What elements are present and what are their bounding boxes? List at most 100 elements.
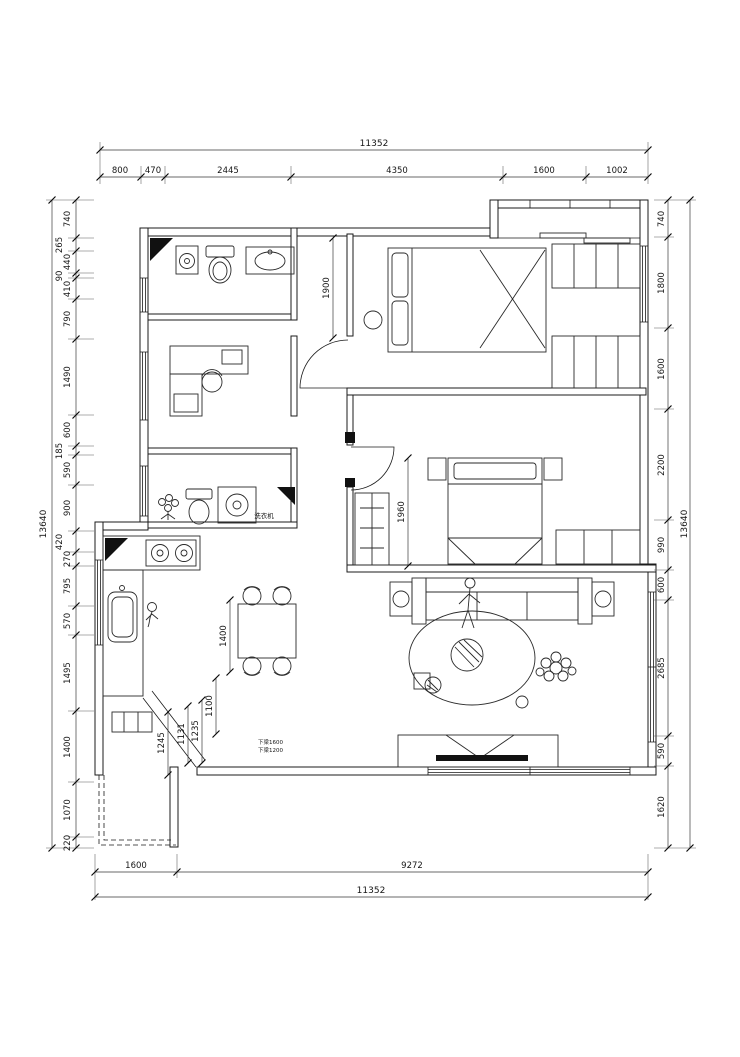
dim-top-total: 11352 — [360, 139, 389, 149]
dining-table-icon — [237, 603, 297, 659]
dim-right-seg: 2685 — [657, 657, 667, 679]
dim-top-seg: 800 — [112, 166, 128, 176]
vanity-sink-icon — [245, 246, 295, 275]
dim-left-seg: 1400 — [63, 736, 73, 758]
window-left-wall — [140, 277, 148, 517]
dim-right-seg: 2200 — [657, 454, 667, 476]
toilet2-icon — [185, 488, 213, 525]
plant-icon — [158, 494, 179, 520]
ottoman-icon — [424, 676, 442, 694]
window-living-right — [648, 591, 656, 743]
side-table-lamp-left-icon — [389, 581, 413, 617]
kitchen-person-icon — [145, 602, 159, 628]
dim-bottom-seg: 1600 — [125, 861, 147, 871]
dimension-chains: 11352 800 470 2445 4350 1600 1002 1600 9… — [39, 139, 696, 901]
entry-dashed-wall — [98, 775, 176, 846]
dim-left-total: 13640 — [39, 509, 49, 538]
windows — [95, 200, 656, 775]
dim-entry-a: 1100 — [205, 695, 215, 717]
door-bedroom1 — [299, 339, 349, 389]
dim-left-seg: 1495 — [63, 662, 73, 684]
dim-right-seg: 740 — [657, 211, 667, 227]
dim-right-seg: 1620 — [657, 796, 667, 818]
side-square-table-icon — [413, 672, 431, 690]
dim-entry-c: 1131 — [177, 723, 187, 745]
dim-entry-d: 1245 — [157, 732, 167, 754]
dim-left-seg: 220 — [63, 835, 73, 851]
bed2-icon — [447, 457, 543, 565]
rug-icon — [408, 610, 536, 706]
dim-left-seg: 795 — [63, 578, 73, 594]
dim-chain-left: 13640 740 265 440 90 410 790 1490 600 18… — [39, 196, 94, 852]
dim-hall-width: 1900 — [322, 277, 332, 299]
plant2-icon — [535, 651, 577, 682]
wardrobe3-icon — [555, 529, 641, 565]
dim-entry-b: 1235 — [191, 720, 201, 742]
dim-top-seg: 1002 — [606, 166, 628, 176]
dining-chairs-icon — [242, 586, 292, 676]
window-bedroom1 — [640, 245, 648, 323]
closet-icon — [354, 492, 390, 566]
dim-chain-right: 13640 740 1800 1600 2200 990 600 2685 59… — [654, 196, 696, 852]
wardrobe2-icon — [551, 335, 641, 389]
nightstand-left-icon — [427, 457, 447, 481]
nightstand-right-icon — [543, 457, 563, 481]
walls — [94, 199, 657, 848]
dim-top-seg: 2445 — [217, 166, 239, 176]
bedside-stool-icon — [363, 310, 383, 330]
sliding-door-leaf — [539, 232, 587, 239]
kitchen-corner-cabinet-icon — [105, 538, 128, 561]
desk-chair-icon — [201, 369, 223, 393]
corner-cabinet-icon — [150, 238, 173, 261]
dim-dining-width: 1400 — [219, 625, 229, 647]
doors — [299, 339, 395, 491]
person-icon — [458, 577, 481, 629]
stool-icon — [515, 695, 529, 709]
dim-right-total: 13640 — [680, 509, 690, 538]
plan-labels: 洗衣机 下梁1600 下梁1200 — [254, 511, 283, 754]
dim-left-seg: 740 — [63, 211, 73, 227]
coffee-table-icon — [450, 638, 484, 672]
dim-left-seg: 1070 — [63, 799, 73, 821]
entry-diagonal-wall — [142, 690, 206, 768]
side-table-lamp-right-icon — [591, 581, 615, 617]
dim-top-seg: 1600 — [533, 166, 555, 176]
dim-left-seg: 90 — [55, 271, 65, 282]
beam-note-1: 下梁1600 — [258, 738, 283, 746]
kitchen-sink-icon — [102, 569, 144, 697]
laundry-cabinet-icon — [277, 487, 295, 505]
desk-icon — [169, 345, 249, 417]
bed1-icon — [387, 247, 547, 353]
dim-left-seg: 590 — [63, 462, 73, 478]
sliding-door-leaf — [583, 237, 631, 244]
gas-meter-box — [111, 711, 153, 733]
dim-left-seg: 570 — [63, 613, 73, 629]
dim-left-seg: 185 — [55, 443, 65, 459]
dim-left-seg: 900 — [63, 500, 73, 516]
sofa-icon — [411, 577, 593, 625]
dim-bottom-total: 11352 — [357, 886, 386, 896]
dim-right-seg: 990 — [657, 537, 667, 553]
dim-left-seg: 265 — [55, 237, 65, 253]
furniture — [102, 238, 641, 768]
beam-note-2: 下梁1200 — [258, 746, 283, 754]
dim-chain-bottom: 1600 9272 11352 — [91, 854, 652, 901]
stove-icon — [102, 535, 201, 571]
wall-stub — [345, 478, 355, 487]
dim-right-seg: 1600 — [657, 358, 667, 380]
window-kitchen — [95, 559, 103, 646]
dim-top-seg: 470 — [145, 166, 161, 176]
tv-cabinet-icon — [397, 734, 559, 768]
dim-left-seg: 600 — [63, 422, 73, 438]
toilet-icon — [205, 245, 235, 284]
door-bedroom2 — [350, 446, 395, 491]
dim-top-seg: 4350 — [386, 166, 408, 176]
balcony-mullions — [497, 200, 640, 239]
dim-left-seg: 790 — [63, 311, 73, 327]
dim-chain-top: 11352 800 470 2445 4350 1600 1002 — [96, 139, 652, 184]
dim-left-seg: 410 — [63, 281, 73, 297]
dim-left-seg: 1490 — [63, 366, 73, 388]
dim-bottom-seg: 9272 — [401, 861, 423, 871]
